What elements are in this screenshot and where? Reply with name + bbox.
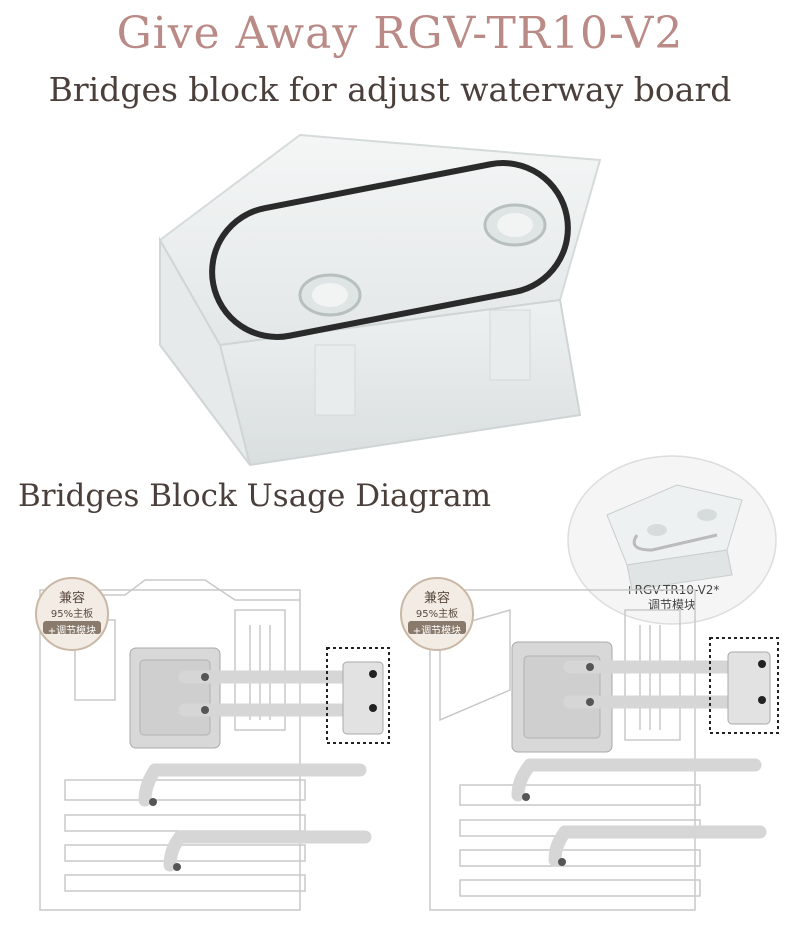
page-subtitle: Bridges block for adjust waterway board bbox=[48, 70, 732, 109]
inset-block-thumbnail bbox=[567, 455, 777, 625]
motherboard-diagram-right bbox=[429, 589, 779, 911]
badge-seal-icon bbox=[400, 577, 474, 651]
compatibility-badge-right: 兼容 95%主板 +调节模块 bbox=[398, 575, 476, 653]
motherboard-diagram-left bbox=[39, 579, 390, 911]
page-title: Give Away RGV-TR10-V2 bbox=[116, 8, 684, 59]
usage-diagram-heading: Bridges Block Usage Diagram bbox=[18, 478, 492, 514]
bridge-block-product-image bbox=[158, 133, 602, 467]
badge-seal-icon bbox=[35, 577, 109, 651]
compatibility-badge-left: 兼容 95%主板 +调节模块 bbox=[33, 575, 111, 653]
